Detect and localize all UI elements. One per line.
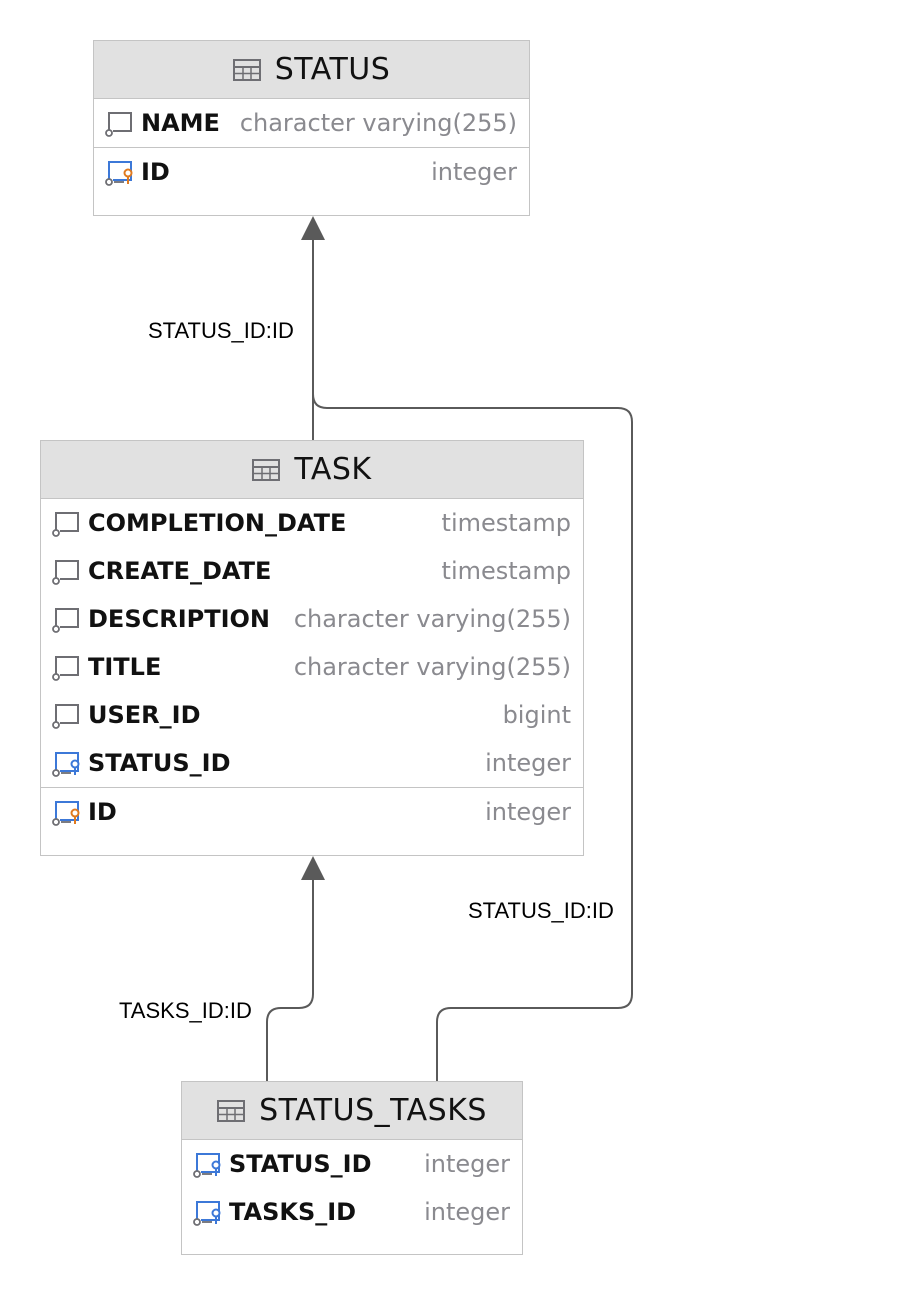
column-name: TITLE [88,653,162,681]
table-header[interactable]: STATUS_TASKS [182,1082,522,1140]
column-name: STATUS_ID [229,1150,372,1178]
column-type: integer [431,158,517,186]
column-name: USER_ID [88,701,201,729]
column-name: NAME [141,109,220,137]
column-name: TASKS_ID [229,1198,357,1226]
edge-label-task-status: STATUS_ID:ID [148,318,294,343]
column-name: CREATE_DATE [88,557,272,585]
column-type: bigint [502,701,571,729]
column-row[interactable]: USER_ID bigint [41,691,583,739]
column-type: character varying(255) [293,605,571,633]
primary-key-row[interactable]: ID integer [41,787,583,836]
column-row[interactable]: DESCRIPTION character varying(255) [41,595,583,643]
table-title: STATUS_TASKS [259,1093,487,1128]
column-icon [105,112,132,137]
column-name: COMPLETION_DATE [88,509,347,537]
arrowhead-status [301,216,325,240]
table-icon [232,58,261,81]
column-row[interactable]: STATUS_ID integer [182,1140,522,1188]
column-row[interactable]: NAME character varying(255) [94,99,529,147]
table-header[interactable]: STATUS [94,41,529,99]
primary-key-icon [105,161,133,186]
connector-status-tasks-to-status[interactable] [312,393,633,1081]
column-icon [52,560,79,585]
column-icon [52,512,79,537]
column-row[interactable]: STATUS_ID integer [41,739,583,787]
column-type: character varying(255) [293,653,571,681]
table-icon [252,458,281,481]
column-row[interactable]: CREATE_DATE timestamp [41,547,583,595]
column-name: STATUS_ID [88,749,231,777]
foreign-key-icon [193,1153,221,1178]
edge-label-status-tasks-status: STATUS_ID:ID [468,898,614,923]
column-type: character varying(255) [239,109,517,137]
table-title: STATUS [274,52,391,87]
column-row[interactable]: TITLE character varying(255) [41,643,583,691]
table-header[interactable]: TASK [41,441,583,499]
primary-key-row[interactable]: ID integer [94,147,529,196]
edge-label-status-tasks-task: TASKS_ID:ID [119,998,252,1023]
foreign-key-icon [193,1201,221,1226]
table-title: TASK [294,452,372,487]
foreign-key-icon [52,752,80,777]
column-type: integer [485,798,571,826]
column-row[interactable]: TASKS_ID integer [182,1188,522,1236]
column-type: integer [424,1150,510,1178]
column-name: ID [88,798,117,826]
table-status[interactable]: STATUS NAME character varying(255) ID integ… [93,40,530,216]
connector-status-tasks-to-task[interactable] [266,878,314,1081]
column-name: DESCRIPTION [88,605,271,633]
primary-key-icon [52,801,80,826]
column-row[interactable]: COMPLETION_DATE timestamp [41,499,583,547]
column-icon [52,656,79,681]
column-icon [52,608,79,633]
column-type: timestamp [441,557,571,585]
column-type: integer [424,1198,510,1226]
column-name: ID [141,158,170,186]
column-type: timestamp [441,509,571,537]
column-type: integer [485,749,571,777]
column-icon [52,704,79,729]
table-icon [217,1099,246,1122]
arrowhead-task [301,856,325,880]
